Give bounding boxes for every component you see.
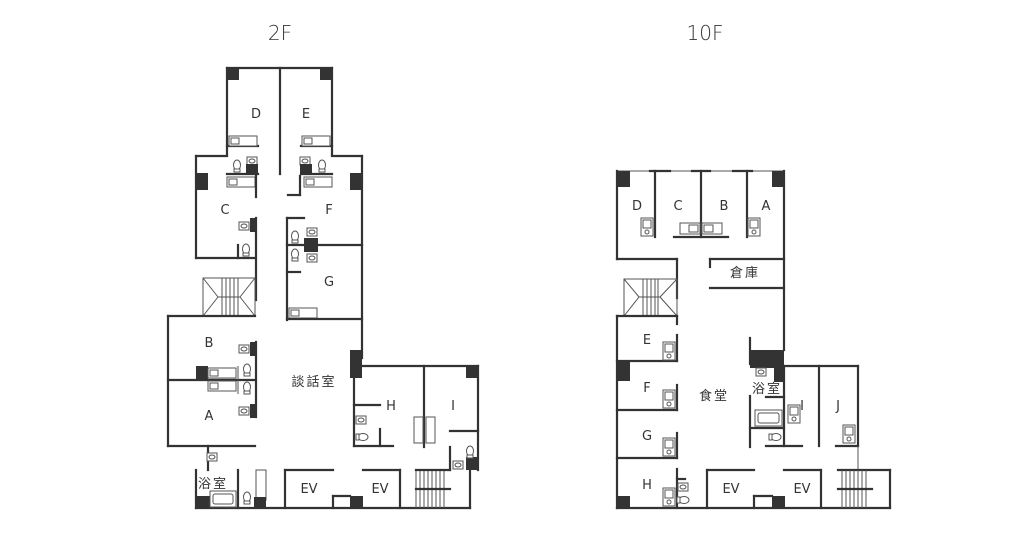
room-fg [285,154,364,360]
floor-title-10f: 10F [687,21,724,45]
floor-2f: 2F [166,21,480,510]
room-label-2f-i: I [451,399,455,414]
room-label-2f-b: B [205,336,214,351]
bottom-2f: EV EV [194,444,472,510]
room-label-10f-a: A [762,199,771,214]
room-label-2f-d: D [251,107,261,122]
room-hi [350,350,480,472]
area-label-storage: 倉庫 [730,266,760,281]
room-label-10f-b: B [720,199,729,214]
room-label-2f-g: G [324,275,334,290]
room-label-2f-h: H [386,399,396,414]
room-c [194,154,258,302]
elevator-1-2f: EV [300,482,317,497]
area-label-dining: 食堂 [699,388,729,404]
area-label-bath-10f: 浴室 [752,381,782,397]
block-de [225,66,334,188]
elevator-2-2f: EV [371,482,388,497]
rooms-efgh [615,314,690,510]
room-label-10f-i: I [800,399,804,414]
room-label-2f-c: C [220,203,229,218]
room-label-2f-e: E [302,107,310,122]
room-ab [166,314,258,448]
area-label-lounge: 談話室 [291,374,336,390]
room-label-10f-c: C [673,199,682,214]
room-label-10f-h: H [642,478,652,493]
stairs-10f-left [623,278,678,317]
stairs-2f-left [202,277,256,317]
room-label-10f-g: G [642,429,652,444]
bottom-10f: EV EV [615,468,892,510]
floor-title-2f: 2F [268,21,292,45]
floor-10f: 10F [615,21,892,510]
room-label-10f-e: E [643,333,651,348]
area-label-bath-2f: 浴室 [198,476,228,492]
room-label-2f-a: A [205,409,214,424]
room-label-10f-f: F [643,381,650,396]
block-abcd [615,169,786,352]
room-label-2f-f: F [325,203,332,218]
room-label-10f-d: D [632,199,642,214]
elevator-1-10f: EV [722,482,739,497]
elevator-2-10f: EV [793,482,810,497]
room-label-10f-j: J [835,399,840,414]
rooms-bath-ij [748,336,860,470]
